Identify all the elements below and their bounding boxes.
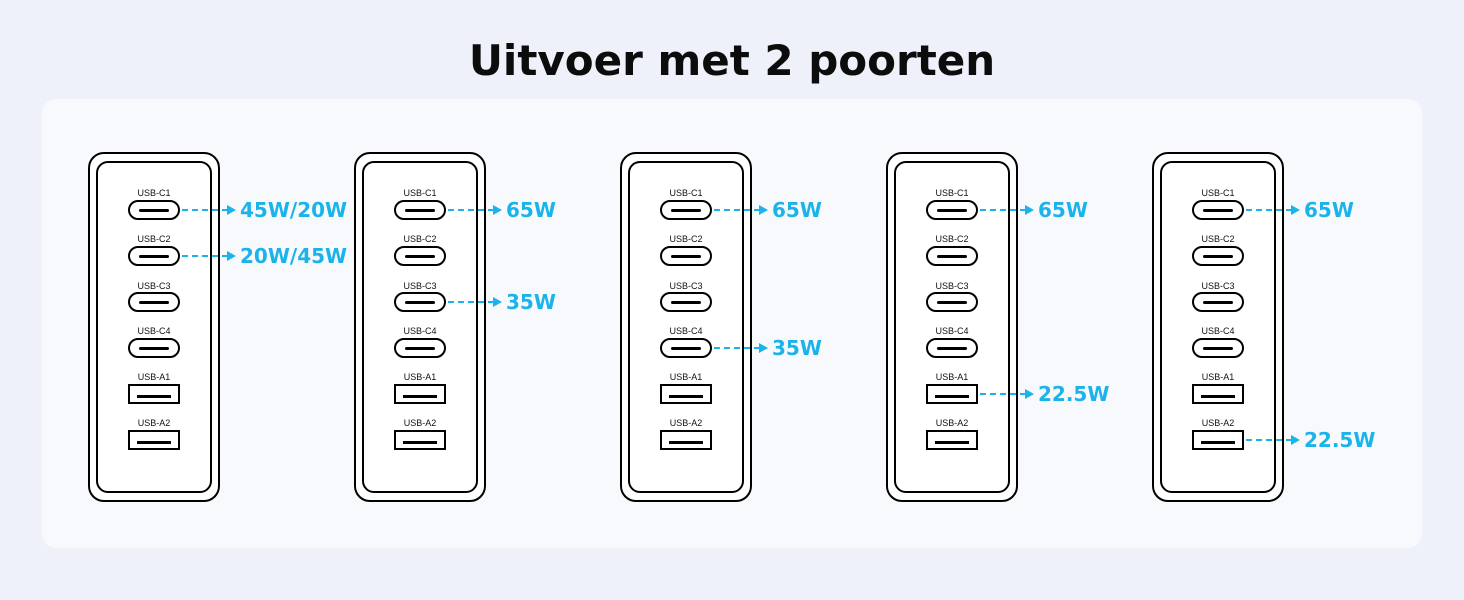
usb-c3-port [926,292,978,312]
usb-c2-port [394,246,446,266]
usb-c3-port [394,292,446,312]
port-label: USB-C3 [1201,281,1235,291]
power-output-label: 35W [772,336,822,360]
power-output-label: 35W [506,290,556,314]
arrow-icon [1246,205,1300,215]
port-label: USB-C3 [403,281,437,291]
port-label: USB-C2 [137,234,171,244]
port-label: USB-C4 [669,326,703,336]
usb-c1-port [394,200,446,220]
usb-c4-port [1192,338,1244,358]
port-label: USB-C2 [935,234,969,244]
usb-c3-port [660,292,712,312]
port-label: USB-C1 [1201,188,1235,198]
port-label: USB-A1 [669,372,703,382]
arrow-icon [448,205,502,215]
port-label: USB-C3 [669,281,703,291]
power-output-label: 20W/45W [240,244,348,268]
arrow-icon [980,389,1034,399]
port-label: USB-C4 [935,326,969,336]
port-label: USB-C2 [1201,234,1235,244]
port-label: USB-A1 [1201,372,1235,382]
usb-a1-port [660,384,712,404]
usb-c2-port [1192,246,1244,266]
power-output-label: 65W [1304,198,1354,222]
arrow-icon [714,205,768,215]
usb-c2-port [926,246,978,266]
usb-a2-port [128,430,180,450]
usb-c4-port [660,338,712,358]
usb-a2-port [1192,430,1244,450]
arrow-icon [182,205,236,215]
usb-a1-port [1192,384,1244,404]
power-output-label: 65W [772,198,822,222]
arrow-icon [1246,435,1300,445]
usb-c4-port [926,338,978,358]
usb-a2-port [926,430,978,450]
port-label: USB-C3 [137,281,171,291]
usb-c1-port [660,200,712,220]
port-label: USB-C3 [935,281,969,291]
port-label: USB-A2 [137,418,171,428]
port-label: USB-C1 [137,188,171,198]
port-label: USB-C1 [669,188,703,198]
power-output-label: 22.5W [1304,428,1376,452]
page-title: Uitvoer met 2 poorten [468,36,996,85]
usb-a1-port [128,384,180,404]
arrow-icon [182,251,236,261]
port-label: USB-A2 [403,418,437,428]
usb-c1-port [128,200,180,220]
port-label: USB-A2 [935,418,969,428]
port-label: USB-A1 [137,372,171,382]
usb-c4-port [128,338,180,358]
power-output-label: 22.5W [1038,382,1110,406]
power-output-label: 65W [506,198,556,222]
charger-face [96,161,212,493]
usb-a2-port [660,430,712,450]
port-label: USB-C2 [403,234,437,244]
charger-face [1160,161,1276,493]
port-label: USB-C4 [1201,326,1235,336]
usb-c1-port [926,200,978,220]
port-label: USB-C4 [403,326,437,336]
charger-face [362,161,478,493]
port-label: USB-C1 [935,188,969,198]
arrow-icon [714,343,768,353]
usb-a1-port [394,384,446,404]
port-label: USB-A1 [935,372,969,382]
port-label: USB-C2 [669,234,703,244]
arrow-icon [980,205,1034,215]
usb-c2-port [128,246,180,266]
arrow-icon [448,297,502,307]
port-label: USB-A1 [403,372,437,382]
usb-a1-port [926,384,978,404]
usb-c1-port [1192,200,1244,220]
usb-c3-port [128,292,180,312]
charger-face [894,161,1010,493]
charger-face [628,161,744,493]
usb-c3-port [1192,292,1244,312]
power-output-label: 65W [1038,198,1088,222]
port-label: USB-A2 [1201,418,1235,428]
usb-c2-port [660,246,712,266]
usb-c4-port [394,338,446,358]
port-label: USB-A2 [669,418,703,428]
power-output-label: 45W/20W [240,198,348,222]
usb-a2-port [394,430,446,450]
port-label: USB-C4 [137,326,171,336]
port-label: USB-C1 [403,188,437,198]
